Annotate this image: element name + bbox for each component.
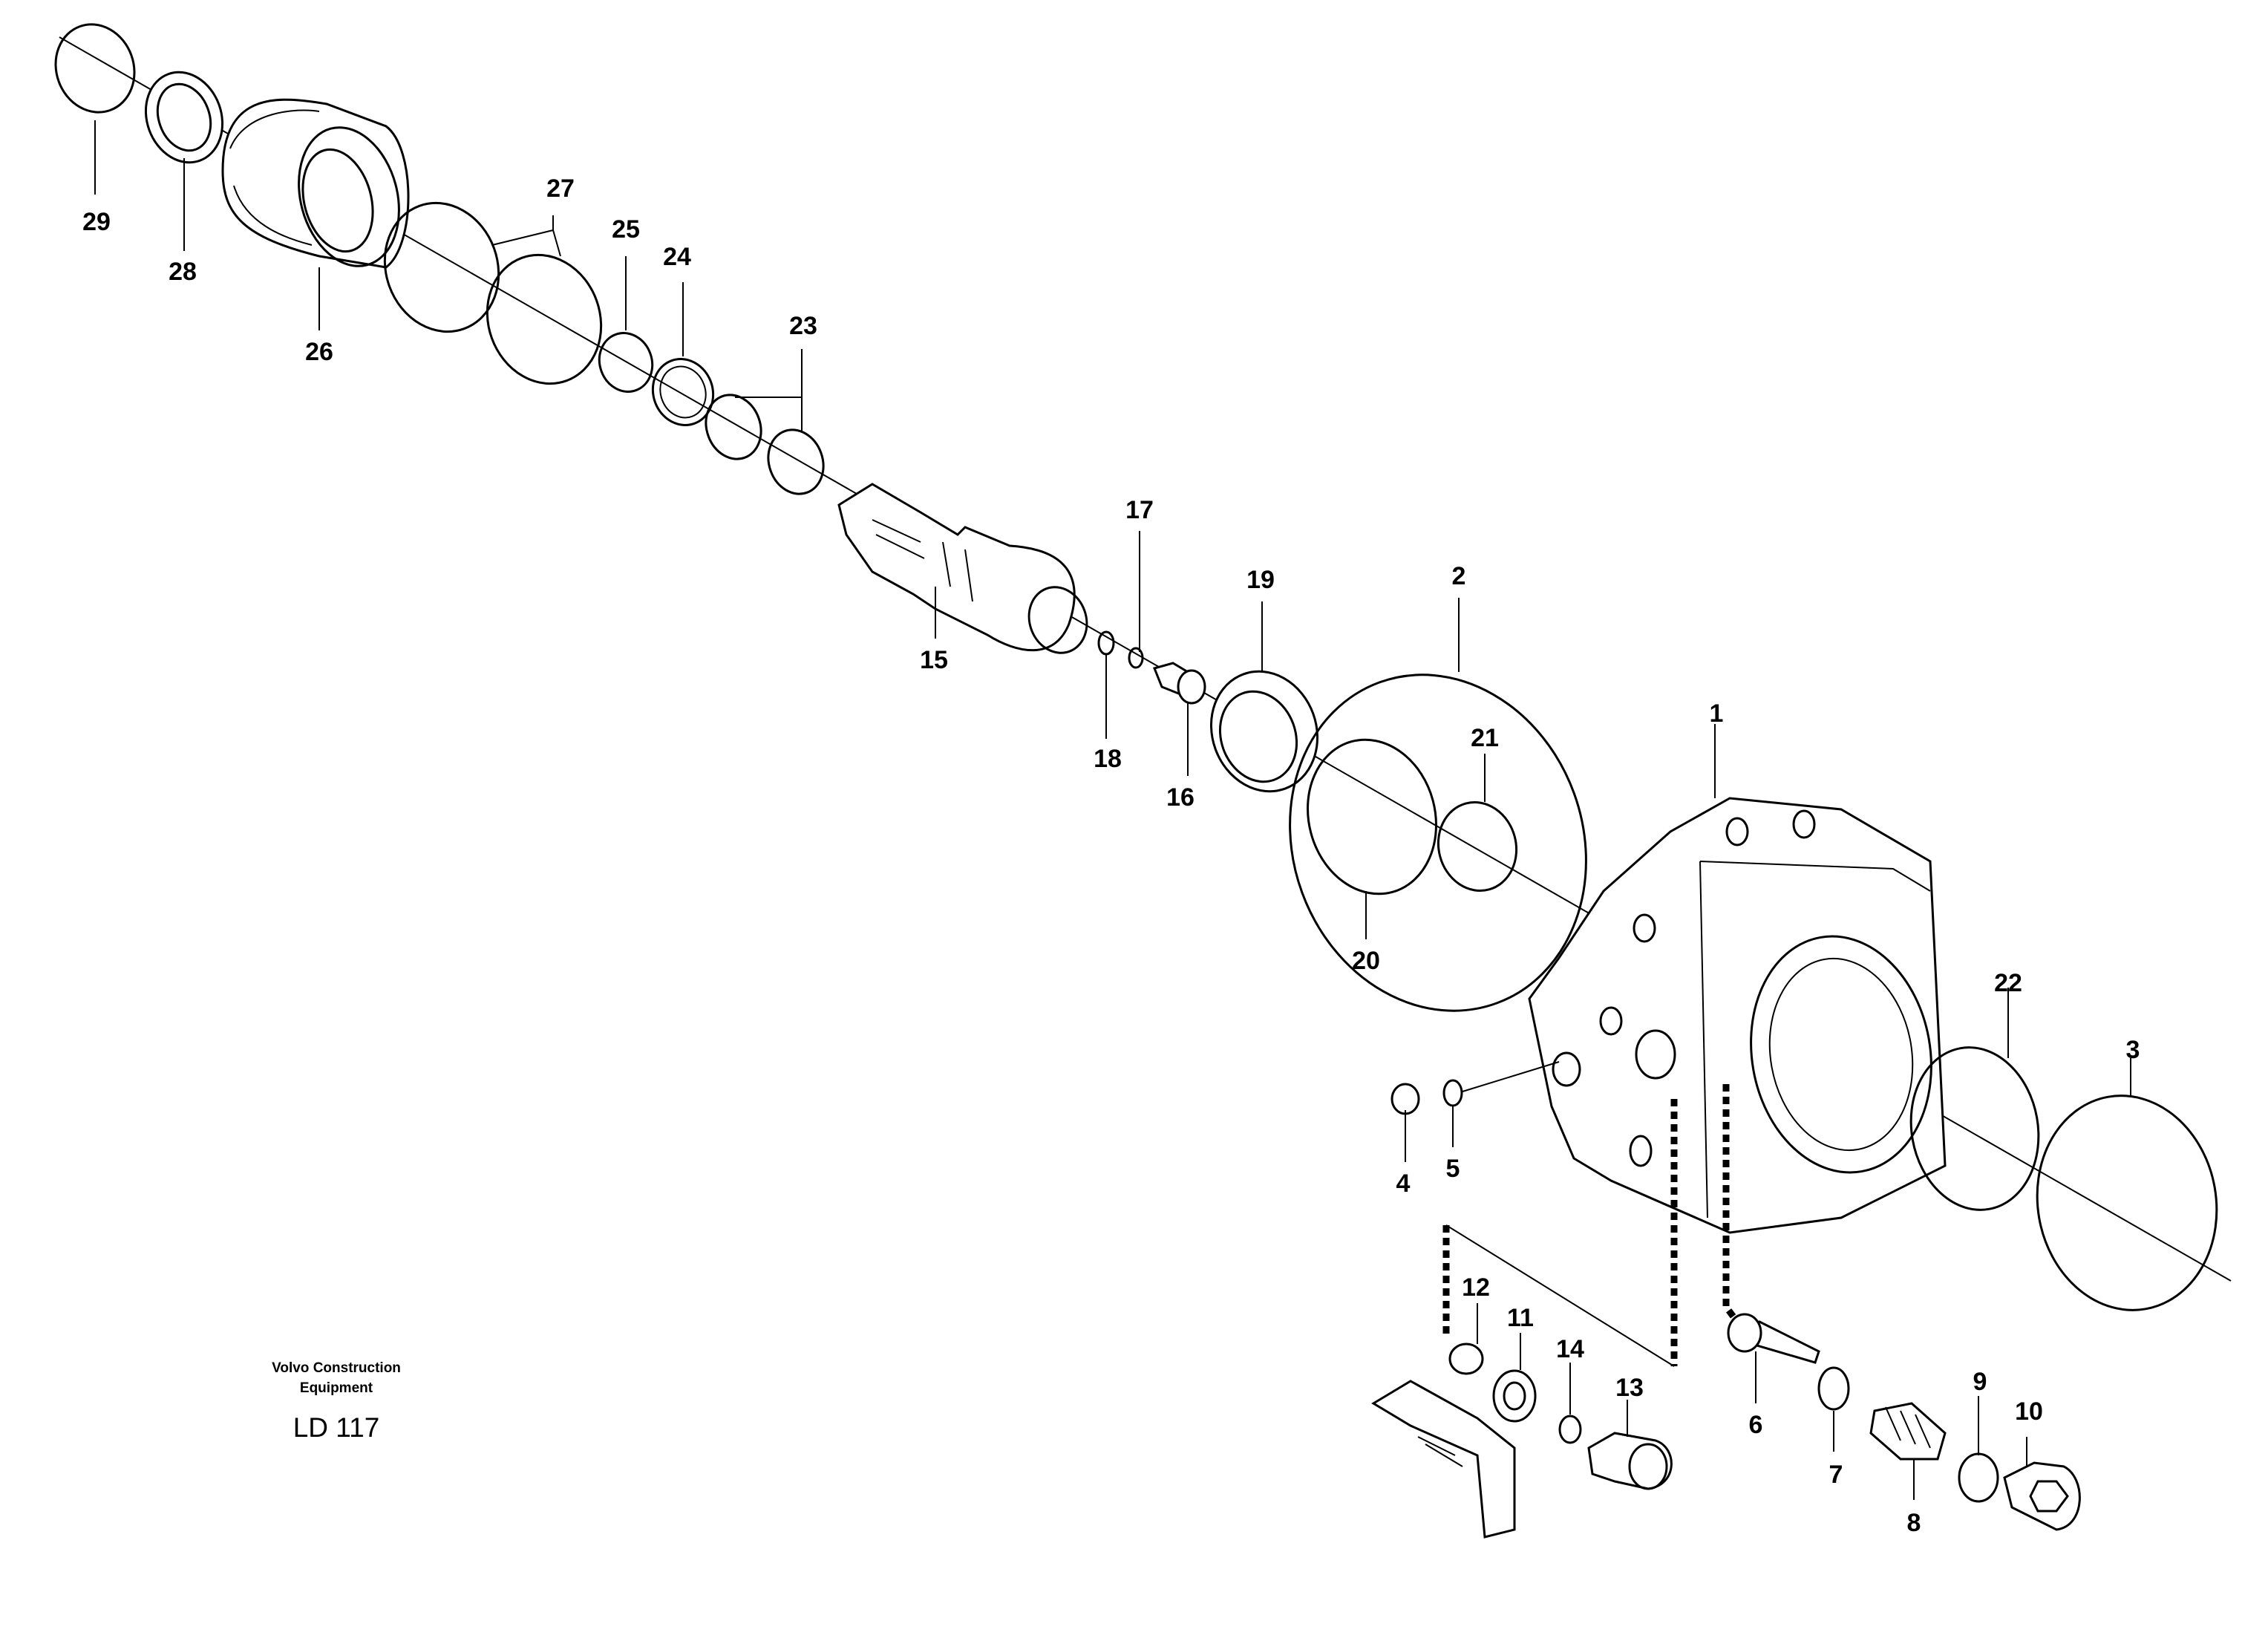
callout-8: 8 xyxy=(1907,1509,1921,1537)
callout-10: 10 xyxy=(2015,1397,2043,1426)
part-9-o-ring[interactable] xyxy=(1958,1452,1999,1503)
part-16-pin[interactable] xyxy=(1152,662,1206,705)
part-8-spring[interactable] xyxy=(1869,1402,1947,1461)
part-22-circlip[interactable] xyxy=(1898,1037,2051,1220)
callout-29: 29 xyxy=(82,208,111,236)
part-23-snap-rings[interactable] xyxy=(697,387,832,501)
figure-code: LD 117 xyxy=(293,1412,380,1443)
part-25-o-ring[interactable] xyxy=(591,325,660,399)
callout-2: 2 xyxy=(1452,562,1466,590)
part-12-o-ring[interactable] xyxy=(1448,1343,1484,1375)
manufacturer-line-1: Volvo Construction xyxy=(272,1360,401,1376)
leader-lines xyxy=(94,120,2131,1500)
leader-4-5-to-housing xyxy=(1462,1061,1560,1092)
part-13-banjo-bolt[interactable] xyxy=(1587,1432,1673,1490)
callout-1: 1 xyxy=(1710,699,1724,728)
callout-22: 22 xyxy=(1994,969,2022,997)
callout-9: 9 xyxy=(1973,1368,1987,1396)
part-15-shaft[interactable] xyxy=(837,483,1096,661)
part-27-o-rings[interactable] xyxy=(367,187,618,400)
callout-4: 4 xyxy=(1396,1169,1411,1198)
callout-23: 23 xyxy=(789,312,817,340)
callout-11: 11 xyxy=(1507,1304,1534,1332)
part-10-plug[interactable] xyxy=(2003,1461,2081,1531)
callout-3: 3 xyxy=(2126,1036,2140,1064)
callout-6: 6 xyxy=(1749,1411,1763,1439)
part-2-gasket[interactable] xyxy=(1244,633,1633,1053)
part-28-seal[interactable] xyxy=(134,62,235,174)
callout-27: 27 xyxy=(546,174,575,203)
part-19-seal[interactable] xyxy=(1195,656,1334,806)
part-7-ring[interactable] xyxy=(1817,1366,1850,1411)
callout-5: 5 xyxy=(1446,1155,1460,1183)
manufacturer-line-2: Equipment xyxy=(300,1380,373,1396)
part-20-circlip[interactable] xyxy=(1291,725,1454,909)
part-3-o-ring[interactable] xyxy=(2021,1081,2234,1324)
callout-26: 26 xyxy=(305,338,333,366)
callout-15: 15 xyxy=(920,646,948,674)
part-5-o-ring[interactable] xyxy=(1442,1079,1463,1107)
callout-7: 7 xyxy=(1829,1461,1843,1489)
part-4-plug[interactable] xyxy=(1390,1083,1420,1115)
part-1-housing[interactable] xyxy=(1528,797,1950,1234)
dashed-connection-diagonal xyxy=(1445,1224,1675,1367)
callout-13: 13 xyxy=(1615,1374,1644,1402)
part-21-circlip[interactable] xyxy=(1428,794,1526,900)
callout-25: 25 xyxy=(612,215,640,244)
part-14-ring[interactable] xyxy=(1558,1415,1582,1444)
part-18-ring[interactable] xyxy=(1097,630,1115,656)
callout-21: 21 xyxy=(1471,724,1499,752)
callout-14: 14 xyxy=(1556,1335,1584,1363)
callout-18: 18 xyxy=(1094,745,1122,773)
callout-19: 19 xyxy=(1246,566,1275,594)
part-17-ring[interactable] xyxy=(1128,647,1144,669)
callout-24: 24 xyxy=(663,243,691,271)
callout-17: 17 xyxy=(1125,496,1154,524)
part-26-hub[interactable] xyxy=(221,98,414,277)
part-11-elbow-fitting[interactable] xyxy=(1371,1369,1537,1539)
callout-28: 28 xyxy=(169,258,197,286)
callout-12: 12 xyxy=(1462,1273,1490,1302)
callout-16: 16 xyxy=(1166,783,1195,812)
part-29-snap-ring[interactable] xyxy=(44,13,147,123)
part-24-ring[interactable] xyxy=(644,350,722,434)
callout-20: 20 xyxy=(1352,947,1380,975)
part-6-piston[interactable] xyxy=(1727,1313,1820,1364)
